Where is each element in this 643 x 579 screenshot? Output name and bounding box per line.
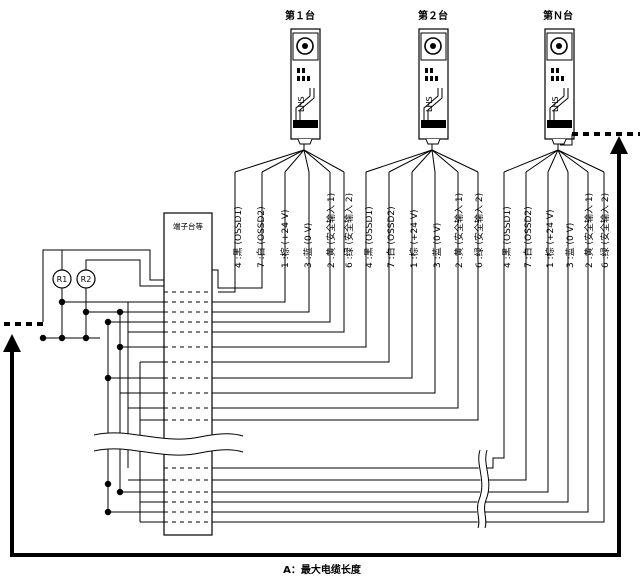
wire-label-0v: 3 :蓝 (0 V) xyxy=(431,223,443,268)
lhs-device-2: LHS xyxy=(418,28,449,145)
dimension-arrow-left xyxy=(3,334,21,352)
wire-break-left xyxy=(93,432,244,456)
terminal-block: 端子台等 xyxy=(163,212,213,536)
resistor-r2-label: R2 xyxy=(81,275,92,284)
device-1-brand: LHS xyxy=(297,96,306,112)
wire-label-input2: 6 :绿 (安全输入 2) xyxy=(599,193,611,268)
wire-label-ossd1: 4 :黑 (OSSD1) xyxy=(502,206,513,268)
unit-n-wires xyxy=(210,172,605,523)
wire-label-0v: 3 :蓝 (0 V) xyxy=(302,223,314,268)
unit-1-wires xyxy=(210,172,345,333)
left-bus-wiring xyxy=(42,249,164,523)
wire-label-input1: 2 :黄 (安全输入 1) xyxy=(583,193,595,268)
wire-label-input2: 6 :绿 (安全输入 2) xyxy=(343,193,355,268)
wire-label-24v: 1 :棕 (+24 V) xyxy=(279,209,291,268)
wire-label-ossd2: 7 :白 (OSSD2) xyxy=(522,206,534,268)
wire-labels-unit-1: 4 :黑 (OSSD1) 7 :白 (OSSD2) 1 :棕 (+24 V) 3… xyxy=(233,193,355,268)
wire-label-ossd1: 4 :黑 (OSSD1) xyxy=(364,206,375,268)
dimension-a-label: A：最大电缆长度 xyxy=(283,563,362,576)
wire-label-input1: 2 :黄 (安全输入 1) xyxy=(325,193,337,268)
wire-labels-unit-2: 4 :黑 (OSSD1) 7 :白 (OSSD2) 1 :棕 (+24 V) 3… xyxy=(364,193,485,268)
cable-fan-1 xyxy=(234,144,345,173)
wire-label-0v: 3 :蓝 (0 V) xyxy=(564,223,576,268)
wire-labels-unit-n: 4 :黑 (OSSD1) 7 :白 (OSSD2) 1 :棕 (+24 V) 3… xyxy=(502,193,611,268)
wire-label-input2: 6 :绿 (安全输入 2) xyxy=(473,193,485,268)
resistor-r1-label: R1 xyxy=(57,275,68,284)
cable-fan-n xyxy=(503,144,605,173)
dimension-a-line xyxy=(10,152,621,557)
device-2-brand: LHS xyxy=(425,96,434,112)
unit-2-wires xyxy=(210,172,479,421)
unit-n-label: 第Ｎ台 xyxy=(543,9,573,22)
device-n-brand: LHS xyxy=(551,96,560,112)
wire-label-24v: 1 :棕 (+24 V) xyxy=(544,209,556,268)
resistor-r1: R1 xyxy=(52,269,72,289)
lhs-device-n: LHS xyxy=(544,28,575,145)
wire-break-right xyxy=(476,448,490,530)
wire-label-ossd2: 7 :白 (OSSD2) xyxy=(255,206,267,268)
cable-fan-2 xyxy=(365,144,479,173)
unit-1-label: 第１台 xyxy=(285,9,315,22)
wire-label-ossd2: 7 :白 (OSSD2) xyxy=(385,206,397,268)
wire-label-input1: 2 :黄 (安全输入 1) xyxy=(453,193,465,268)
resistor-r2: R2 xyxy=(76,269,96,289)
wire-label-ossd1: 4 :黑 (OSSD1) xyxy=(233,206,244,268)
junction-dots xyxy=(39,298,124,516)
unit-2-label: 第２台 xyxy=(418,9,448,22)
cable-continuation xyxy=(4,132,640,326)
dimension-arrow-right xyxy=(610,136,628,154)
lhs-device-1: LHS xyxy=(290,28,321,145)
wire-label-24v: 1 :棕 (+24 V) xyxy=(408,209,420,268)
terminal-block-label: 端子台等 xyxy=(173,221,203,231)
